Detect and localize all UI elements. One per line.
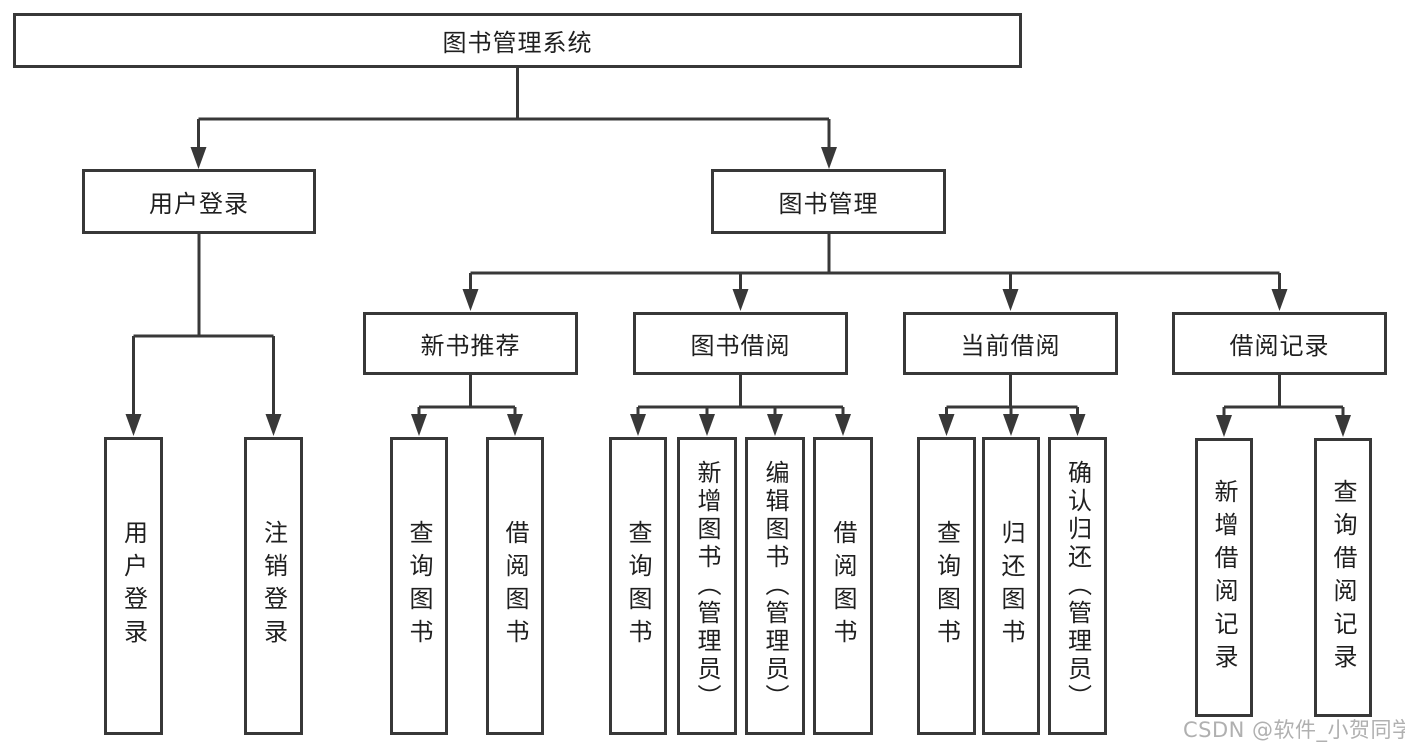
watermark-text: CSDN @软件_小贺同学	[1183, 718, 1405, 742]
node-user-login-branch: 用户登录	[82, 169, 316, 234]
leaf-cb-query-books: 查询图书	[917, 437, 976, 735]
leaf-cb-return-books: 归还图书	[982, 437, 1040, 735]
leaf-logout-label: 注销登录	[259, 520, 288, 652]
node-root: 图书管理系统	[13, 13, 1022, 68]
leaf-br-add-record: 新增借阅记录	[1195, 438, 1253, 717]
node-borrow-records: 借阅记录	[1172, 312, 1387, 375]
node-borrow-records-label: 借阅记录	[1229, 332, 1330, 360]
leaf-nbr-borrow-books-label: 借阅图书	[501, 520, 529, 652]
node-user-login-label: 用户登录	[149, 190, 249, 218]
node-new-book-recommend-label: 新书推荐	[420, 332, 521, 360]
node-root-label: 图书管理系统	[442, 29, 593, 57]
leaf-logout: 注销登录	[244, 437, 303, 735]
leaf-bb-add-book-admin: 新增图书（管理员）	[677, 437, 737, 735]
leaf-nbr-query-books-label: 查询图书	[405, 520, 433, 652]
leaf-cb-return-books-label: 归还图书	[997, 520, 1025, 652]
leaf-br-add-record-label: 新增借阅记录	[1210, 478, 1238, 677]
leaf-bb-query-books: 查询图书	[609, 437, 667, 735]
leaf-bb-query-books-label: 查询图书	[624, 520, 652, 652]
leaf-bb-borrow-books: 借阅图书	[813, 437, 873, 735]
leaf-br-query-record-label: 查询借阅记录	[1329, 478, 1357, 677]
node-book-management: 图书管理	[711, 169, 946, 234]
node-new-book-recommend: 新书推荐	[363, 312, 578, 375]
node-book-borrowing: 图书借阅	[633, 312, 848, 375]
node-book-management-label: 图书管理	[778, 190, 879, 218]
leaf-bb-edit-book-admin: 编辑图书（管理员）	[745, 437, 805, 735]
node-book-borrowing-label: 图书借阅	[690, 332, 791, 360]
leaf-br-query-record: 查询借阅记录	[1314, 438, 1372, 717]
leaf-nbr-query-books: 查询图书	[390, 437, 448, 735]
leaf-cb-query-books-label: 查询图书	[932, 520, 961, 652]
leaf-bb-borrow-books-label: 借阅图书	[829, 520, 857, 652]
leaf-user-login: 用户登录	[104, 437, 163, 735]
leaf-bb-edit-book-admin-label: 编辑图书（管理员）	[761, 460, 789, 712]
leaf-cb-confirm-return-admin: 确认归还（管理员）	[1048, 437, 1107, 735]
leaf-user-login-label: 用户登录	[119, 520, 148, 652]
node-current-borrowing: 当前借阅	[903, 312, 1118, 375]
leaf-bb-add-book-admin-label: 新增图书（管理员）	[693, 460, 721, 712]
leaf-nbr-borrow-books: 借阅图书	[486, 437, 544, 735]
node-current-borrowing-label: 当前借阅	[960, 332, 1061, 360]
leaf-cb-confirm-return-admin-label: 确认归还（管理员）	[1063, 460, 1092, 712]
